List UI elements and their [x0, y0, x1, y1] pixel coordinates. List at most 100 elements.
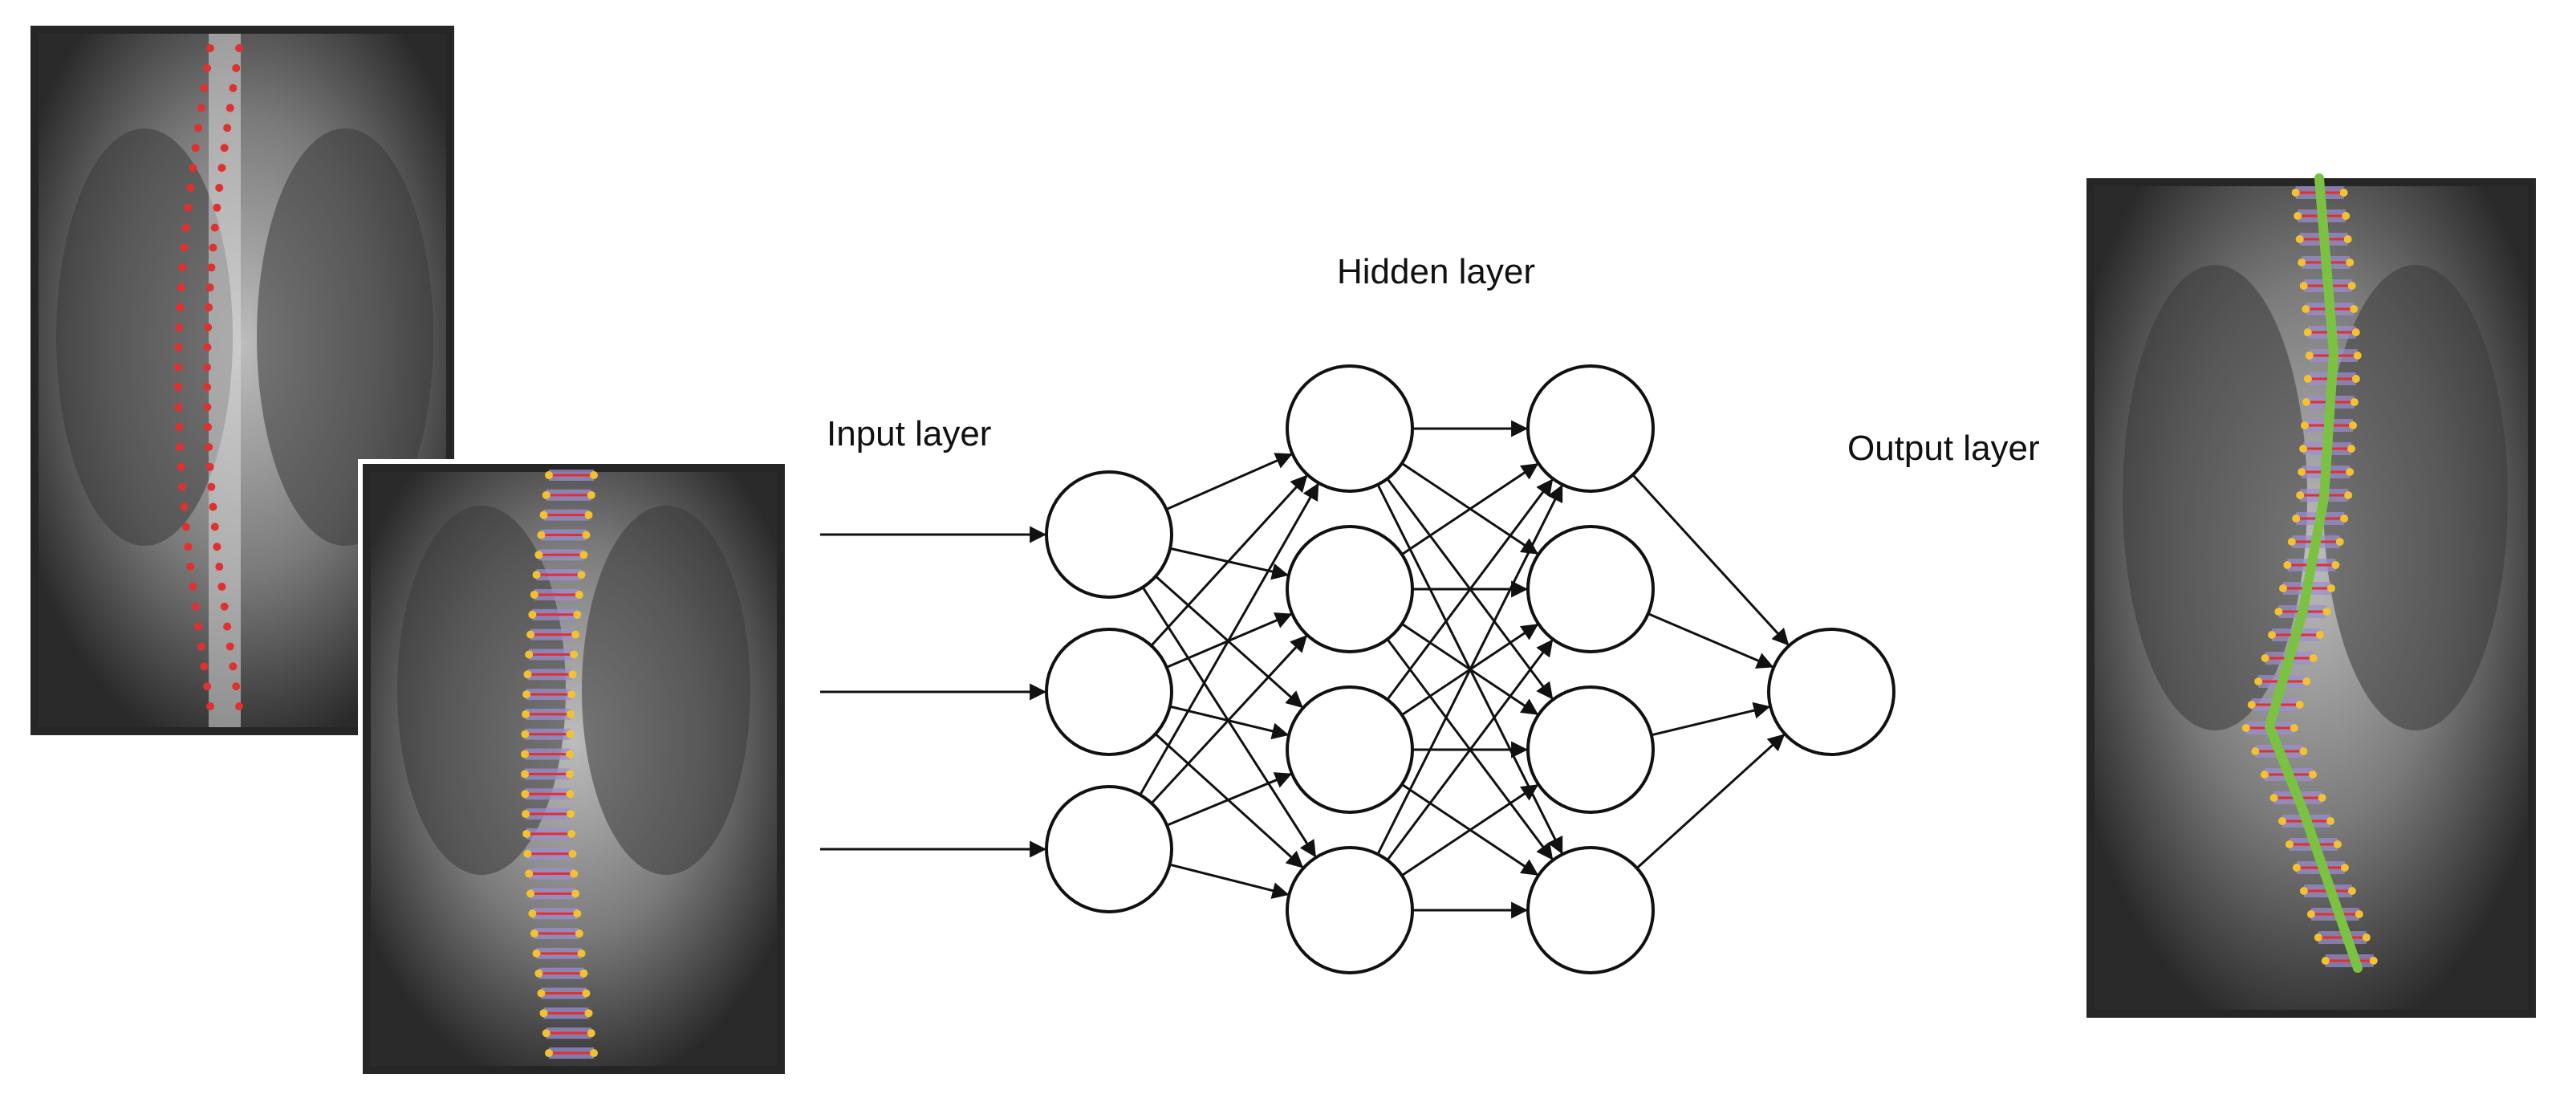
landmark-dot	[175, 323, 184, 331]
vertebra-point	[573, 909, 582, 918]
vertebra-point	[539, 510, 548, 519]
landmark-dot	[209, 243, 217, 252]
vertebra-point	[542, 490, 551, 499]
landmark-dot	[223, 622, 232, 631]
vertebra-point	[2322, 608, 2331, 616]
landmark-dot	[203, 682, 212, 691]
vertebra-point	[537, 531, 546, 539]
landmark-dot	[217, 582, 226, 591]
landmark-dot	[177, 283, 185, 292]
hidden-neuron-1-0	[1286, 364, 1414, 493]
vertebra-point	[2350, 398, 2359, 406]
vertebra-point	[522, 690, 531, 699]
vertebra-point	[2296, 491, 2305, 499]
vertebra-point	[2291, 189, 2300, 197]
vertebra-point	[528, 909, 537, 918]
vertebra-point	[534, 969, 543, 978]
input-neuron-0-2	[1045, 785, 1173, 913]
vertebra-point	[2333, 840, 2342, 848]
vertebra-point	[2326, 817, 2335, 825]
vertebra-point	[2303, 328, 2312, 336]
landmark-dot	[206, 44, 214, 52]
landmark-dot	[223, 124, 232, 132]
landmark-dot	[180, 243, 189, 252]
vertebra-point	[2349, 421, 2357, 429]
vertebra-point	[530, 929, 538, 938]
landmark-dot	[209, 502, 217, 511]
vertebra-point	[584, 510, 593, 519]
vertebra-point	[2302, 677, 2311, 685]
landmark-dot	[226, 104, 234, 112]
landmark-dot	[207, 263, 216, 272]
vertebra-point	[2261, 654, 2269, 662]
vertebra-point	[2303, 375, 2312, 383]
landmark-dot	[226, 642, 234, 651]
landmark-dot	[210, 223, 219, 232]
landmark-dot	[174, 403, 183, 412]
vertebra-point	[2295, 701, 2304, 709]
landmark-dot	[203, 383, 212, 392]
vertebra-point	[567, 690, 576, 699]
vertebra-point	[2331, 561, 2340, 569]
vertebra-point	[2347, 282, 2356, 290]
vertebra-point	[2292, 864, 2301, 872]
landmark-dot	[180, 502, 189, 511]
hidden-neuron-2-2	[1526, 685, 1655, 814]
input-neuron-0-1	[1045, 628, 1173, 756]
landmark-dot	[205, 462, 214, 471]
edge-l1-3-0	[1376, 484, 1563, 855]
spine-curve	[2265, 173, 2363, 973]
vertebra-point	[2327, 584, 2336, 592]
vertebra-point	[571, 889, 580, 898]
landmark-dot	[194, 622, 203, 631]
edge-l2-3-0	[1635, 734, 1786, 869]
edge-l0-1-0	[1150, 474, 1308, 647]
landmark-dot	[194, 124, 203, 132]
vertebra-point	[525, 650, 534, 659]
landmark-dot	[189, 582, 197, 591]
output-neuron-3-0	[1767, 628, 1895, 756]
landmark-dot	[174, 383, 183, 392]
vertebra-point	[575, 590, 583, 599]
vertebra-point	[2342, 212, 2350, 220]
vertebra-point	[2268, 631, 2277, 639]
vertebra-point	[2278, 817, 2287, 825]
vertebra-point	[545, 1049, 553, 1057]
vertebra-point	[2301, 421, 2309, 429]
vertebra-point	[2344, 491, 2353, 499]
edge-l0-2-1	[1150, 635, 1308, 804]
landmark-dot	[232, 682, 241, 691]
vertebra-point	[537, 989, 546, 998]
landmark-dot	[174, 363, 183, 372]
vertebra-point	[2298, 468, 2306, 476]
landmark-dot	[203, 63, 212, 72]
vertebra-point	[2347, 887, 2356, 895]
landmark-dot	[229, 83, 238, 92]
vertebra-point	[2305, 352, 2314, 360]
landmark-dot	[184, 543, 193, 551]
vertebra-point	[2247, 701, 2256, 709]
vertebra-point	[2346, 468, 2355, 476]
vertebra-point	[566, 770, 575, 779]
vertebra-point	[2353, 352, 2362, 360]
vertebra-point	[2340, 864, 2349, 872]
landmark-dot	[220, 602, 229, 611]
input-arrows	[820, 526, 1047, 858]
vertebra-point	[521, 790, 530, 799]
network-neurons	[1045, 364, 1895, 974]
landmark-dot	[186, 183, 195, 192]
input-layer-label: Input layer	[827, 414, 991, 453]
landmark-dot	[220, 144, 229, 153]
vertebra-point	[2285, 840, 2294, 848]
vertebra-point	[2299, 887, 2308, 895]
landmark-dot	[197, 642, 205, 651]
vertebra-point	[2251, 747, 2260, 755]
landmark-dot	[213, 203, 221, 212]
vertebra-point	[2321, 957, 2330, 965]
vertebra-point	[2299, 445, 2308, 453]
vertebra-point	[522, 810, 530, 819]
vertebra-point	[570, 869, 579, 878]
landmark-dot	[210, 523, 219, 531]
vertebra-point	[521, 770, 530, 779]
vertebra-point	[2369, 957, 2378, 965]
